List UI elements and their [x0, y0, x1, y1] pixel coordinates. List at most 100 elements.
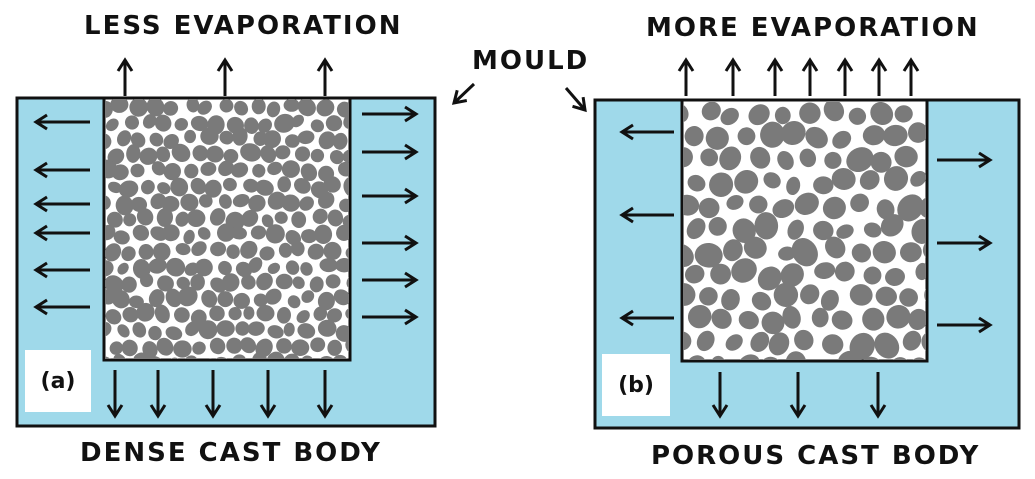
- particle-dense: [152, 242, 171, 261]
- left-arrow: [33, 161, 90, 179]
- particle-porous: [774, 106, 791, 125]
- particle-dense: [297, 99, 316, 117]
- particle-dense: [314, 224, 333, 244]
- right-arrow: [937, 151, 993, 169]
- particle-dense: [228, 307, 242, 321]
- particle-porous: [799, 102, 821, 124]
- particle-dense: [323, 241, 342, 261]
- particle-porous: [832, 130, 852, 149]
- particle-dense: [234, 100, 249, 116]
- particle-dense: [106, 211, 123, 228]
- particle-dense: [265, 224, 285, 244]
- particle-porous: [823, 102, 845, 122]
- particle-dense: [122, 307, 139, 323]
- particle-dense: [276, 307, 292, 324]
- particle-porous: [880, 214, 904, 237]
- particle-dense: [190, 115, 209, 132]
- particle-dense: [290, 241, 305, 257]
- particle-porous: [785, 351, 807, 360]
- particle-porous: [763, 172, 781, 189]
- left-arrow: [619, 309, 674, 327]
- particle-dense: [154, 114, 172, 132]
- particle-dense: [317, 319, 337, 337]
- particle-dense: [281, 194, 300, 212]
- particle-dense: [218, 260, 232, 276]
- particle-porous: [683, 147, 693, 168]
- particle-dense: [255, 179, 274, 196]
- particle-dense: [318, 131, 336, 150]
- particle-porous: [709, 172, 734, 197]
- particle-porous: [760, 121, 785, 148]
- particle-dense: [250, 225, 267, 240]
- particle-dense: [252, 164, 266, 178]
- particle-dense: [345, 339, 349, 354]
- particle-porous: [850, 193, 869, 213]
- particle-dense: [221, 273, 240, 292]
- particle-dense: [233, 292, 250, 309]
- particle-dense: [201, 289, 218, 308]
- particle-dense: [240, 143, 262, 162]
- particle-dense: [162, 224, 180, 242]
- particle-dense: [126, 144, 141, 163]
- particle-dense: [299, 196, 314, 211]
- particle-dense: [154, 304, 170, 324]
- up-arrow: [677, 57, 695, 96]
- particle-dense: [192, 341, 206, 355]
- particle-dense: [192, 145, 209, 162]
- left-arrow: [619, 123, 674, 141]
- particle-porous: [773, 282, 799, 308]
- particle-dense: [283, 353, 300, 359]
- particle-dense: [187, 209, 206, 228]
- particle-dense: [109, 341, 123, 355]
- particle-dense: [113, 230, 130, 245]
- particle-dense: [198, 320, 218, 340]
- particle-dense: [235, 321, 250, 336]
- particle-dense: [278, 242, 293, 258]
- particle-porous: [777, 150, 794, 171]
- particle-dense: [184, 129, 197, 144]
- particle-dense: [310, 148, 325, 163]
- particle-porous: [851, 243, 872, 263]
- particle-dense: [300, 163, 318, 182]
- particle-porous: [700, 148, 719, 167]
- particle-dense: [265, 288, 282, 305]
- right-arrow: [937, 316, 993, 334]
- particle-porous: [918, 196, 926, 219]
- particle-porous: [684, 264, 705, 284]
- particle-dense: [256, 304, 275, 322]
- particle-dense: [235, 261, 253, 278]
- particle-dense: [200, 161, 217, 176]
- particle-dense: [260, 145, 277, 163]
- particle-dense: [252, 352, 268, 359]
- particle-dense: [136, 208, 154, 226]
- particle-dense: [117, 130, 132, 147]
- particle-dense: [223, 148, 239, 164]
- particle-dense: [248, 194, 266, 212]
- mould-pointer-right: [564, 87, 587, 113]
- particle-porous: [696, 330, 715, 352]
- particle-dense: [177, 286, 198, 307]
- particle-porous: [726, 194, 744, 210]
- particle-porous: [822, 196, 846, 220]
- particle-dense: [180, 193, 199, 212]
- particle-dense: [173, 340, 192, 358]
- particle-dense: [176, 276, 191, 290]
- particle-dense: [121, 246, 136, 262]
- particle-porous: [683, 331, 692, 351]
- down-arrow: [869, 372, 887, 419]
- particle-porous: [683, 283, 696, 306]
- particle-dense: [132, 322, 147, 338]
- particle-dense: [339, 198, 349, 213]
- down-arrow: [316, 370, 334, 419]
- particle-dense: [140, 179, 155, 195]
- particle-dense: [248, 257, 263, 273]
- particle-dense: [130, 163, 145, 178]
- particle-porous: [831, 168, 856, 190]
- particle-dense: [142, 114, 157, 129]
- particle-dense: [323, 176, 341, 193]
- particle-porous: [910, 170, 926, 187]
- particle-porous: [822, 334, 844, 355]
- panel-a-caption: DENSE CAST BODY: [80, 438, 382, 468]
- left-arrow: [33, 224, 90, 242]
- particle-dense: [312, 208, 328, 224]
